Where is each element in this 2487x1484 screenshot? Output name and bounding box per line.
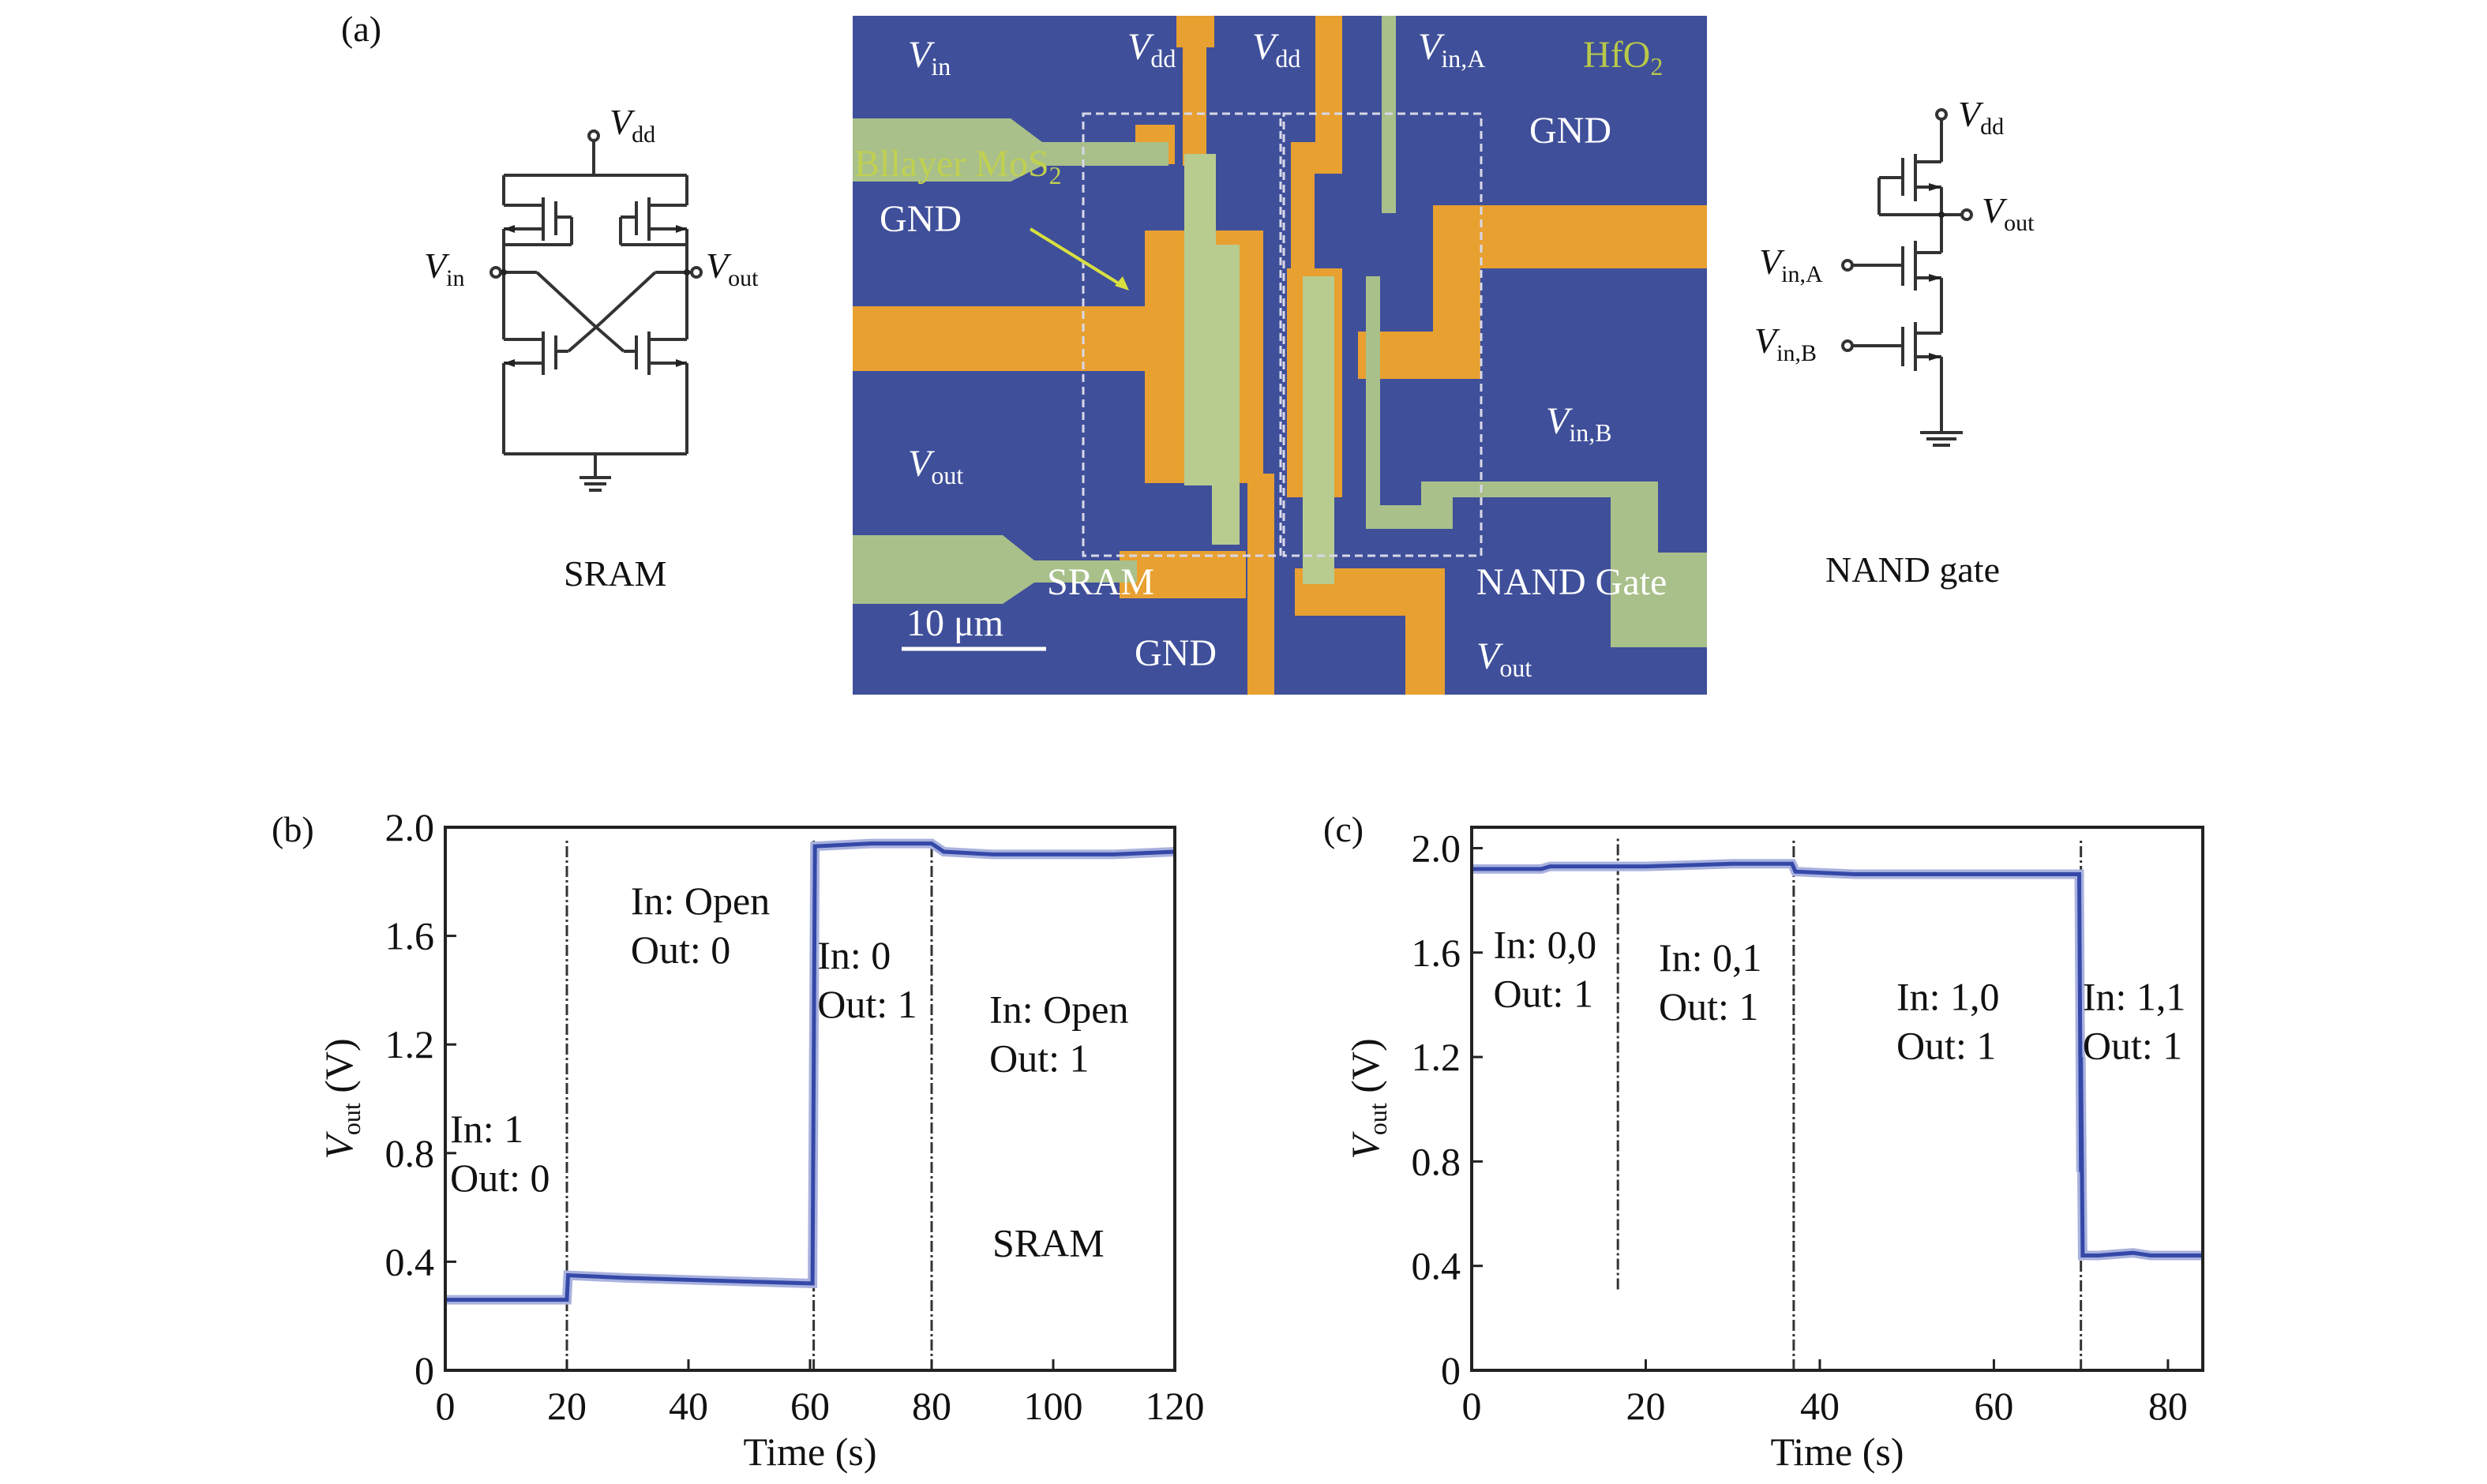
micro-vdd1-label: Vdd bbox=[1127, 26, 1176, 73]
x-tick-label-6: 120 bbox=[1146, 1384, 1205, 1428]
x-tick-label-3: 60 bbox=[1974, 1384, 2013, 1428]
annotation-0-line-1: Out: 1 bbox=[1494, 971, 1593, 1015]
series-line-0 bbox=[1472, 861, 2203, 1257]
micro-vin-label: Vin bbox=[908, 34, 951, 81]
x-tick-label-4: 80 bbox=[912, 1384, 951, 1428]
y-axis-label: Vout (V) bbox=[1343, 1038, 1392, 1159]
series-line-0 bbox=[445, 841, 1176, 1302]
device-micrograph: Vin Vdd Vdd Vin,A HfO2 Bllayer MoS2 GND … bbox=[853, 16, 1707, 695]
micro-bilayer-label: Bllayer MoS2 bbox=[854, 143, 1062, 189]
y-tick-label-5: 2.0 bbox=[1412, 826, 1461, 870]
annotation-0-line-0: In: 1 bbox=[450, 1107, 523, 1151]
nand-circuit-drawing bbox=[1841, 108, 1973, 447]
micro-vdd2-label: Vdd bbox=[1252, 26, 1301, 73]
x-tick-label-2: 40 bbox=[669, 1384, 708, 1428]
x-tick-label-1: 20 bbox=[547, 1384, 587, 1428]
plot-frame bbox=[1470, 826, 2204, 1372]
y-tick-label-4: 1.6 bbox=[1412, 931, 1461, 975]
annotation-0-line-0: In: 0,0 bbox=[1494, 922, 1597, 966]
y-tick-label-1: 0.4 bbox=[1412, 1244, 1461, 1288]
micrograph-drawing bbox=[853, 16, 1707, 695]
x-axis-label: Time (s) bbox=[743, 1430, 876, 1474]
x-tick-label-3: 60 bbox=[790, 1384, 830, 1428]
nand-schematic: Vdd Vout Vin,A Vin,B NAND gate bbox=[1721, 79, 2163, 616]
y-tick-label-3: 1.2 bbox=[385, 1022, 435, 1066]
annotation-2-line-1: Out: 1 bbox=[1896, 1024, 1996, 1068]
panel-b-label: (b) bbox=[272, 809, 314, 849]
y-tick-label-4: 1.6 bbox=[385, 914, 435, 958]
sram-circuit-drawing bbox=[490, 129, 703, 492]
micro-vina-label: Vin,A bbox=[1418, 26, 1486, 73]
annotation-2-line-1: Out: 1 bbox=[817, 982, 917, 1026]
micro-vout-bottom-label: Vout bbox=[1476, 635, 1532, 682]
annotation-1-line-1: Out: 1 bbox=[1659, 984, 1758, 1029]
y-axis-label: Vout (V) bbox=[317, 1038, 366, 1159]
panel-a-label: (a) bbox=[341, 9, 382, 49]
sram-vout-label: Vout bbox=[706, 245, 759, 291]
nand-vina-label: Vin,A bbox=[1759, 242, 1823, 287]
y-tick-label-3: 1.2 bbox=[1412, 1035, 1461, 1079]
annotation-3-line-0: In: 1,1 bbox=[2083, 975, 2186, 1019]
annotation-0-line-1: Out: 0 bbox=[450, 1156, 550, 1200]
panel-c-label: (c) bbox=[1323, 809, 1364, 849]
micro-gnd-left-label: GND bbox=[880, 198, 962, 240]
nand-vout-label: Vout bbox=[1982, 190, 2035, 236]
sram-vdd-label: Vdd bbox=[610, 102, 656, 148]
nand-vinb-label: Vin,B bbox=[1754, 320, 1817, 366]
annotation-2-line-0: In: 1,0 bbox=[1896, 975, 2000, 1019]
annotation-3-line-0: In: Open bbox=[989, 987, 1128, 1032]
micro-vinb-label: Vin,B bbox=[1546, 400, 1612, 447]
nand-vdd-label: Vdd bbox=[1958, 94, 2005, 140]
sram-schematic: Vdd Vin Vout SRAM bbox=[424, 87, 837, 594]
micro-sram-label: SRAM bbox=[1047, 561, 1155, 603]
micro-hfo2-label: HfO2 bbox=[1583, 34, 1664, 81]
y-tick-label-1: 0.4 bbox=[385, 1239, 435, 1284]
annotation-1-line-0: In: Open bbox=[631, 879, 770, 923]
micro-scale-bar-label: 10 μm bbox=[906, 602, 1004, 644]
x-tick-label-5: 100 bbox=[1024, 1384, 1083, 1428]
y-tick-label-5: 2.0 bbox=[385, 805, 435, 849]
annotation-1-line-1: Out: 0 bbox=[631, 928, 730, 972]
micro-vout-left-label: Vout bbox=[908, 443, 964, 489]
x-tick-label-1: 20 bbox=[1626, 1384, 1665, 1428]
x-axis-label: Time (s) bbox=[1770, 1430, 1904, 1474]
x-tick-label-0: 0 bbox=[436, 1384, 456, 1428]
y-tick-label-0: 0 bbox=[1441, 1348, 1461, 1392]
nand-schematic-title: NAND gate bbox=[1825, 549, 2000, 590]
x-tick-label-0: 0 bbox=[1462, 1384, 1482, 1428]
y-tick-label-2: 0.8 bbox=[385, 1131, 435, 1175]
micro-nand-label: NAND Gate bbox=[1476, 561, 1667, 603]
annotation-2-line-0: In: 0 bbox=[817, 933, 891, 977]
micro-gnd-bottom-label: GND bbox=[1135, 632, 1217, 674]
x-tick-label-2: 40 bbox=[1800, 1384, 1840, 1428]
micro-gnd-right-label: GND bbox=[1529, 110, 1611, 152]
y-tick-label-2: 0.8 bbox=[1412, 1139, 1461, 1183]
annotation-4-line-0: SRAM bbox=[992, 1221, 1105, 1265]
annotation-3-line-1: Out: 1 bbox=[989, 1036, 1089, 1081]
sram-schematic-title: SRAM bbox=[564, 553, 667, 594]
x-tick-label-4: 80 bbox=[2148, 1384, 2188, 1428]
sram-vin-label: Vin bbox=[424, 245, 465, 291]
annotation-3-line-1: Out: 1 bbox=[2083, 1024, 2182, 1068]
y-tick-label-0: 0 bbox=[414, 1348, 434, 1392]
bilayer-arrow-icon bbox=[1029, 227, 1127, 289]
annotation-1-line-0: In: 0,1 bbox=[1659, 935, 1762, 980]
